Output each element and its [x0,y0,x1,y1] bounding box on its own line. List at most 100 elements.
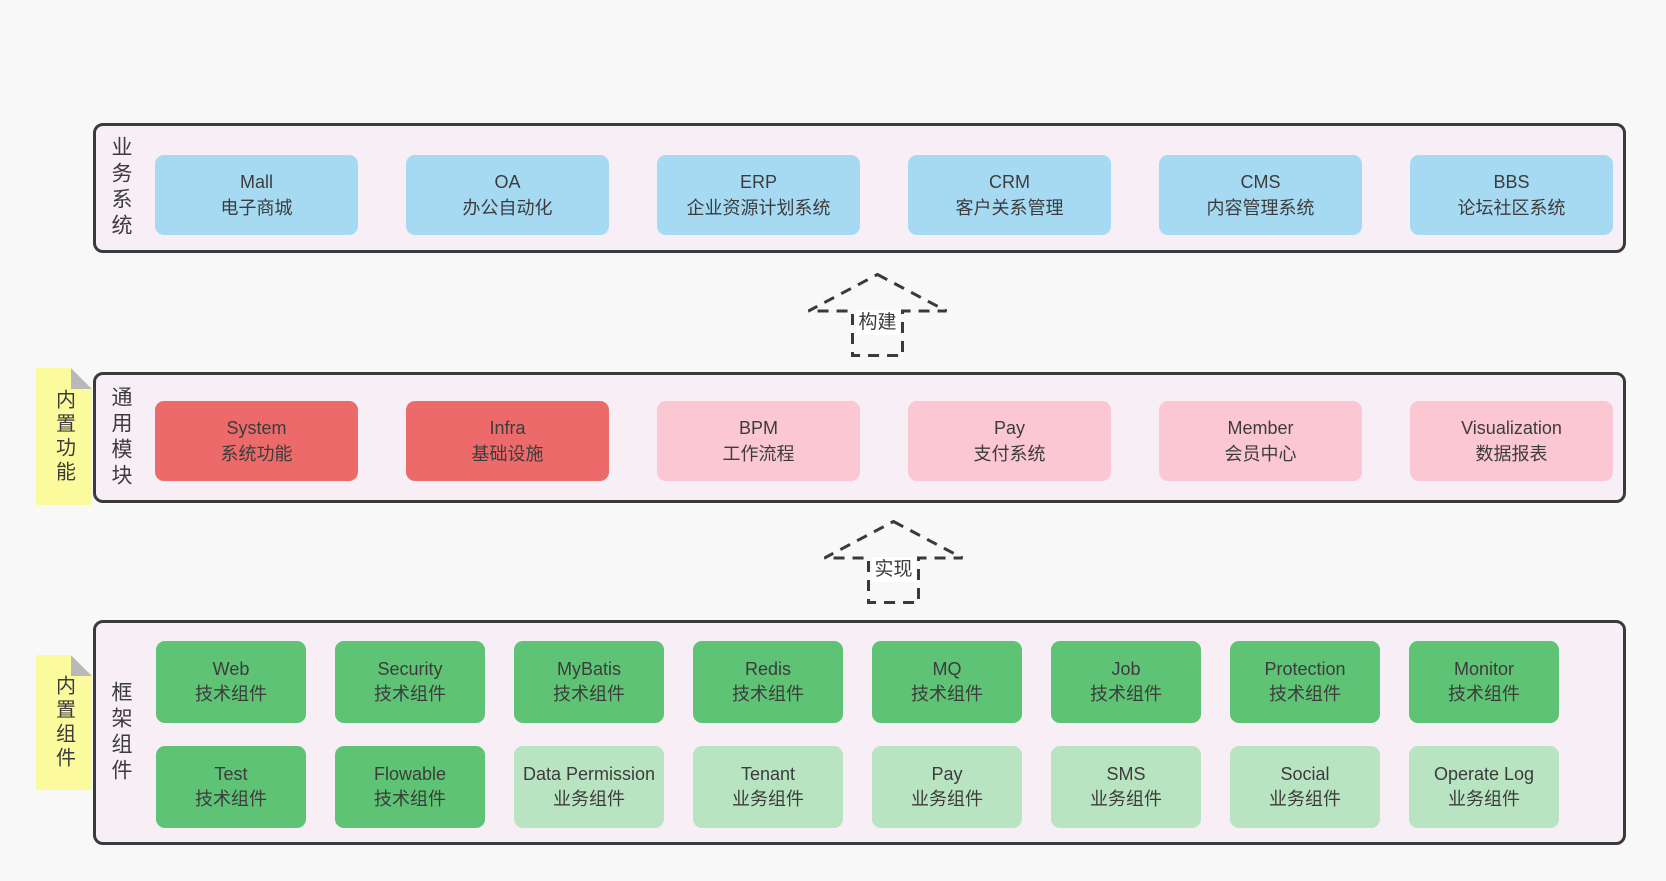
box-tenant: Tenant 业务组件 [693,746,843,828]
box-title: Pay [993,418,1026,438]
box-title: Redis [744,659,792,679]
box-title: Web [212,659,250,679]
box-subtitle: 业务组件 [1448,789,1520,809]
box-title: Tenant [740,764,796,784]
box-title: CMS [1240,172,1281,192]
box-mq: MQ 技术组件 [872,641,1022,723]
box-cms: CMS 内容管理系统 [1159,155,1362,235]
box-title: Flowable [373,764,447,784]
box-title: BPM [738,418,778,438]
box-title: Protection [1264,659,1346,679]
box-subtitle: 客户关系管理 [955,198,1064,218]
box-subtitle: 内容管理系统 [1206,198,1315,218]
box-subtitle: 业务组件 [553,789,625,809]
box-bbs: BBS 论坛社区系统 [1410,155,1613,235]
sticky-note-builtin-features: 内置功能 [36,368,92,505]
section-label: 通用模块 [109,385,132,490]
box-subtitle: 工作流程 [722,444,795,464]
box-title: Data Permission [522,764,656,784]
box-job: Job 技术组件 [1051,641,1201,723]
box-subtitle: 技术组件 [732,684,804,704]
section-label: 业务系统 [109,136,132,240]
box-title: Member [1227,418,1294,438]
box-subtitle: 电子商城 [220,198,293,218]
box-bpm: BPM 工作流程 [657,401,860,481]
box-security: Security 技术组件 [335,641,485,723]
box-subtitle: 技术组件 [1448,684,1520,704]
box-subtitle: 业务组件 [911,789,983,809]
box-subtitle: 数据报表 [1475,444,1548,464]
box-mybatis: MyBatis 技术组件 [514,641,664,723]
arrow-build: 构建 [807,272,948,357]
box-subtitle: 支付系统 [973,444,1046,464]
box-crm: CRM 客户关系管理 [908,155,1111,235]
box-subtitle: 办公自动化 [462,198,553,218]
box-pay-component: Pay 业务组件 [872,746,1022,828]
box-subtitle: 业务组件 [732,789,804,809]
box-infra: Infra 基础设施 [406,401,609,481]
arrow-label: 构建 [855,310,900,335]
box-title: Infra [489,418,526,438]
box-subtitle: 基础设施 [471,444,544,464]
box-data-permission: Data Permission 业务组件 [514,746,664,828]
box-visualization: Visualization 数据报表 [1410,401,1613,481]
box-member: Member 会员中心 [1159,401,1362,481]
section-business-systems: 业务系统 Mall 电子商城 OA 办公自动化 ERP 企业资源计划系统 CRM… [93,123,1626,253]
box-title: OA [494,172,521,192]
box-subtitle: 技术组件 [195,684,267,704]
box-pay-system: Pay 支付系统 [908,401,1111,481]
box-grid: Web 技术组件 Security 技术组件 MyBatis 技术组件 Redi… [156,641,1559,828]
box-system: System 系统功能 [155,401,358,481]
box-subtitle: 会员中心 [1224,444,1297,464]
section-common-modules: 通用模块 System 系统功能 Infra 基础设施 BPM 工作流程 Pay… [93,372,1626,503]
box-title: BBS [1493,172,1530,192]
box-subtitle: 技术组件 [1269,684,1341,704]
sticky-note-builtin-components: 内置组件 [36,655,92,790]
box-subtitle: 技术组件 [374,684,446,704]
sticky-note-label: 内置组件 [52,674,75,771]
box-title: Visualization [1461,418,1562,438]
box-social: Social 业务组件 [1230,746,1380,828]
box-title: Test [214,764,248,784]
section-label: 框架组件 [109,680,132,785]
box-sms: SMS 业务组件 [1051,746,1201,828]
folded-corner-icon [71,655,92,676]
box-subtitle: 企业资源计划系统 [686,198,831,218]
box-protection: Protection 技术组件 [1230,641,1380,723]
sticky-note-label: 内置功能 [52,388,75,485]
box-subtitle: 技术组件 [1090,684,1162,704]
box-oa: OA 办公自动化 [406,155,609,235]
box-operate-log: Operate Log 业务组件 [1409,746,1559,828]
box-title: MQ [932,659,962,679]
box-title: SMS [1106,764,1146,784]
box-title: MyBatis [556,659,621,679]
box-redis: Redis 技术组件 [693,641,843,723]
box-mall: Mall 电子商城 [155,155,358,235]
box-subtitle: 技术组件 [195,789,267,809]
box-title: Monitor [1453,659,1515,679]
folded-corner-icon [71,368,92,389]
box-row: Test 技术组件 Flowable 技术组件 Data Permission … [156,746,1559,828]
box-title: Social [1280,764,1330,784]
arrow-label: 实现 [871,557,916,582]
box-subtitle: 技术组件 [374,789,446,809]
box-title: Job [1111,659,1141,679]
box-title: Pay [931,764,963,784]
box-title: ERP [739,172,777,192]
box-title: Mall [239,172,273,192]
box-flowable: Flowable 技术组件 [335,746,485,828]
box-subtitle: 系统功能 [220,444,293,464]
box-monitor: Monitor 技术组件 [1409,641,1559,723]
box-subtitle: 技术组件 [911,684,983,704]
box-erp: ERP 企业资源计划系统 [657,155,860,235]
box-subtitle: 业务组件 [1090,789,1162,809]
box-row: Mall 电子商城 OA 办公自动化 ERP 企业资源计划系统 CRM 客户关系… [155,155,1613,235]
section-framework-components: 框架组件 Web 技术组件 Security 技术组件 MyBatis 技术组件… [93,620,1626,845]
box-web: Web 技术组件 [156,641,306,723]
box-subtitle: 业务组件 [1269,789,1341,809]
box-title: System [226,418,287,438]
box-subtitle: 技术组件 [553,684,625,704]
box-row: Web 技术组件 Security 技术组件 MyBatis 技术组件 Redi… [156,641,1559,723]
box-row: System 系统功能 Infra 基础设施 BPM 工作流程 Pay 支付系统… [155,401,1613,481]
